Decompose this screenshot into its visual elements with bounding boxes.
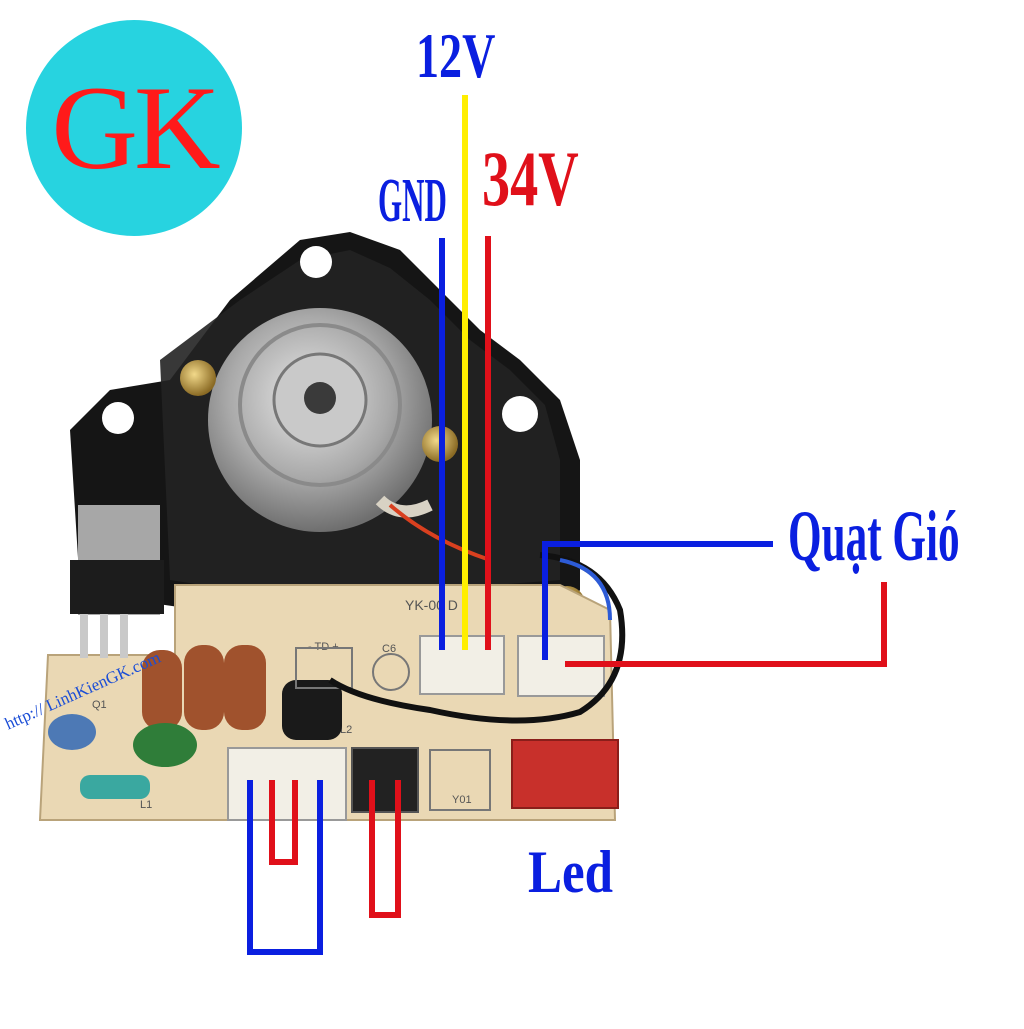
annotation-lines — [247, 95, 887, 955]
regulator — [70, 505, 164, 658]
sensor-blue-bracket — [247, 780, 323, 955]
label-l2: L2 — [340, 724, 352, 736]
transducer-wire — [388, 503, 491, 562]
logo-badge — [26, 20, 242, 236]
fan-red-line — [565, 582, 887, 667]
label-y01: Y01 — [452, 794, 472, 806]
label-q1: Q1 — [92, 699, 107, 711]
label-c6: C6 — [382, 643, 396, 655]
sensor-red-bracket — [269, 780, 298, 865]
fan-wire-blue — [559, 558, 612, 621]
fan-blue-line — [542, 541, 773, 660]
label-34v: 34V — [482, 135, 579, 222]
label-l1: L1 — [140, 799, 152, 811]
label-fan: Quạt Gió — [788, 496, 960, 576]
label-12v: 12V — [416, 20, 496, 91]
fan-wire-black — [328, 552, 626, 724]
label-gnd: GND — [378, 167, 447, 235]
connectors — [227, 635, 619, 821]
switch-red-bracket — [369, 780, 401, 918]
label-led: Led — [528, 839, 614, 905]
components — [48, 645, 410, 799]
board-silkscreen: YK-00 D — [405, 597, 458, 613]
transducer-disc — [208, 308, 433, 532]
logo-text: GK — [51, 61, 220, 194]
